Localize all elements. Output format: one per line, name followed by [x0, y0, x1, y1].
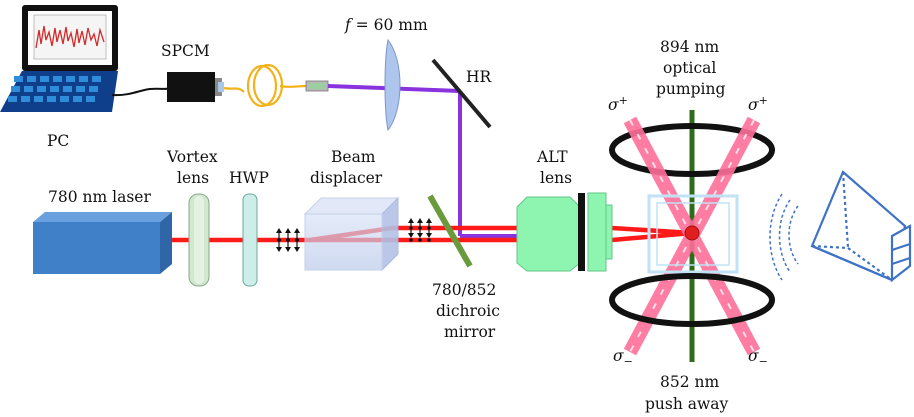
alt-label-line2: lens	[540, 169, 572, 187]
atom-cloud	[684, 225, 700, 241]
hr-mirror	[431, 58, 492, 129]
sigma-minus-bottom-left: σ−	[613, 347, 633, 368]
bottom-magnetic-coil	[609, 273, 775, 327]
pump-label-line1: 894 nm	[660, 38, 719, 56]
vortex-label-line1: Vortex	[166, 148, 218, 166]
sigma-plus-top-right: σ+	[748, 94, 768, 114]
focal-f-symbol: f	[344, 16, 354, 34]
top-magnetic-coil	[609, 123, 775, 177]
laser-780nm-box	[33, 212, 172, 274]
push-label-line1: 852 nm	[660, 373, 719, 391]
polarization-arrows-before	[276, 228, 300, 252]
half-wave-plate	[242, 193, 258, 287]
vacuum-glass-cell	[647, 194, 739, 274]
camera-icon	[810, 170, 912, 283]
pc-laptop-icon	[0, 5, 118, 112]
pump-label-line3: pumping	[656, 80, 725, 98]
dichroic-label-line2: dichroic	[436, 302, 500, 320]
sigma-minus-bottom-right: σ−	[748, 347, 768, 368]
focusing-lens-60mm	[384, 38, 401, 132]
photon-count-trace	[35, 25, 105, 49]
vortex-lens	[188, 193, 210, 287]
usb-cable	[111, 87, 173, 97]
alt-objective-lens	[516, 192, 613, 272]
hwp-label: HWP	[229, 169, 269, 187]
alt-label-line1: ALT	[536, 148, 568, 166]
focal-length-label: f = 60 mm	[344, 16, 428, 34]
pc-label: PC	[47, 132, 69, 150]
sigma-plus-top-left: σ+	[608, 94, 628, 114]
dichroic-label-line3: mirror	[444, 323, 496, 341]
beam-displacer-crystal	[303, 196, 400, 272]
beam-displacer-label-line2: displacer	[310, 169, 383, 187]
pump-label-line2: optical	[663, 59, 716, 77]
spcm-detector-icon	[167, 72, 224, 102]
imaging-wave-arcs	[769, 193, 799, 281]
beam-displacer-label-line1: Beam	[331, 148, 376, 166]
vortex-label-line2: lens	[177, 169, 209, 187]
push-label-line2: push away	[645, 395, 729, 413]
optical-fiber-coil	[223, 63, 307, 108]
polarization-arrows-after	[408, 218, 432, 242]
spcm-label: SPCM	[161, 42, 210, 60]
dichroic-label-line1: 780/852	[432, 281, 496, 299]
focal-value: = 60 mm	[351, 16, 428, 34]
hr-label: HR	[466, 68, 493, 86]
dichroic-mirror-780-852	[427, 194, 473, 268]
fiber-coupler-icon	[305, 80, 329, 92]
laser-label: 780 nm laser	[48, 188, 151, 206]
